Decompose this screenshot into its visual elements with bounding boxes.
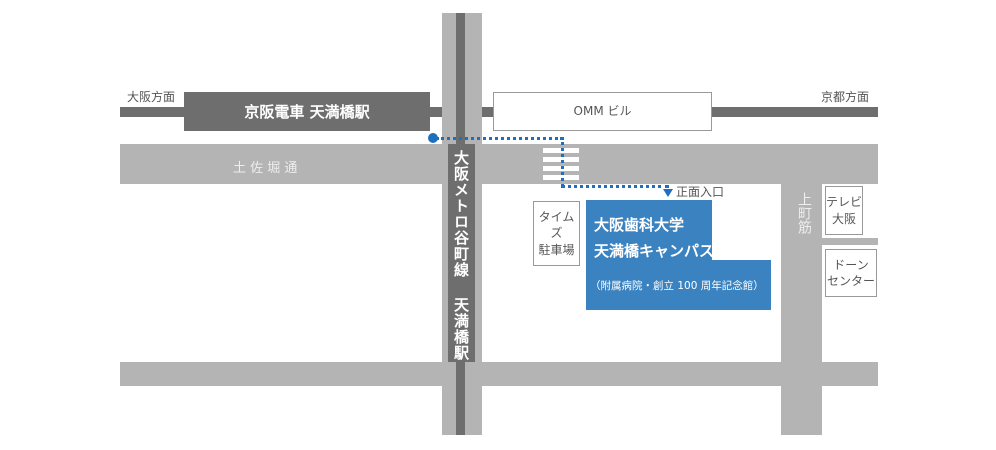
- keihan-station-label: 京阪電車 天満橋駅: [244, 103, 370, 121]
- direction-kyoto: 京都方面: [821, 90, 870, 104]
- omm-building: OMM ビル: [493, 92, 712, 131]
- uemachi-street-label: 上町筋: [796, 192, 812, 234]
- dawn-center-building: ドーンセンター: [825, 249, 877, 297]
- times-parking: タイムズ駐車場: [533, 201, 580, 266]
- campus-building-annex: [586, 260, 771, 310]
- tv-osaka-label-1: テレビ: [826, 195, 863, 210]
- arrow-down-icon: [663, 189, 673, 197]
- metro-station-label: 大阪メトロ谷町線 天満橋駅: [452, 150, 470, 361]
- tosabori-street: [120, 144, 878, 184]
- omm-building-label: OMM ビル: [573, 104, 632, 119]
- dawn-center-label-1: ドーン: [833, 257, 869, 272]
- campus-name: 大阪歯科大学: [594, 216, 685, 234]
- tv-osaka-building: テレビ大阪: [825, 186, 863, 235]
- uemachi-street: [781, 184, 822, 435]
- tosabori-street-label: 土 佐 堀 通: [233, 161, 298, 176]
- side-street: [822, 238, 878, 245]
- parking-label-2: 駐車場: [538, 242, 575, 257]
- route-segment: [436, 137, 563, 140]
- bottom-street: [120, 362, 878, 386]
- entrance-label: 正面入口: [676, 185, 725, 199]
- parking-label-1: タイムズ: [538, 210, 575, 241]
- keihan-station-box[interactable]: 京阪電車 天満橋駅: [184, 92, 430, 131]
- route-segment: [561, 185, 669, 188]
- tv-osaka-label-2: 大阪: [831, 211, 856, 226]
- direction-osaka: 大阪方面: [127, 90, 176, 104]
- campus-subtitle: （附属病院・創立 100 周年記念館）: [590, 280, 764, 292]
- campus-name-2: 天満橋キャンパス: [594, 242, 715, 260]
- metro-station-box[interactable]: 大阪メトロ谷町線 天満橋駅: [448, 144, 475, 362]
- route-start-dot: [428, 133, 438, 143]
- route-segment: [561, 137, 564, 187]
- dawn-center-label-2: センター: [826, 274, 875, 288]
